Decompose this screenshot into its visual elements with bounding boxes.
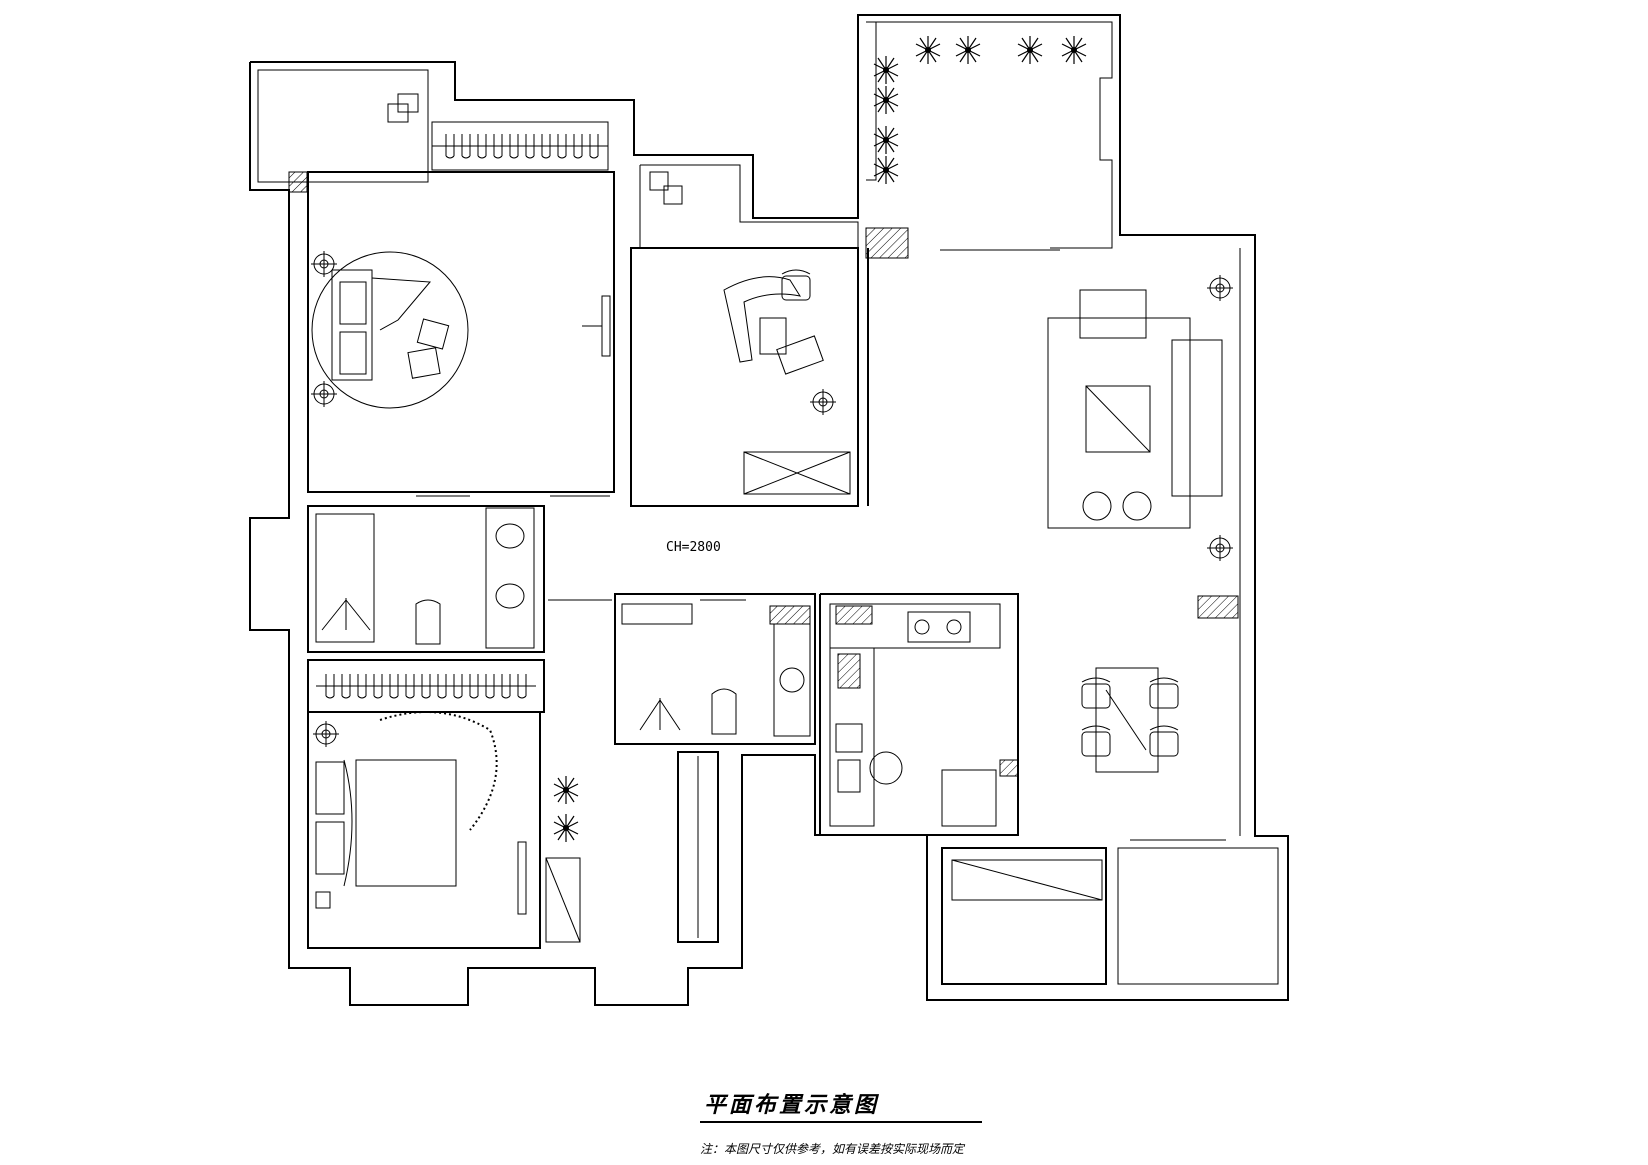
- drawing-note: 注：本图尺寸仅供参考，如有误差按实际现场而定: [700, 1142, 965, 1156]
- shower-icon: [621, 603, 693, 731]
- wardrobe-hangers-mid: [316, 673, 536, 699]
- potted-plant-icon: [553, 775, 579, 843]
- sink-icon: [485, 507, 535, 649]
- wardrobe-hangers-top: [431, 121, 609, 171]
- sink-icon-2: [773, 623, 811, 737]
- door-swing-icon[interactable]: [416, 249, 1226, 841]
- toilet-icon: [415, 599, 441, 645]
- title-underline: [700, 1121, 982, 1123]
- sofa-set-icon: [1047, 274, 1234, 562]
- stove-icon: [829, 603, 1001, 827]
- exterior-walls: [249, 14, 1289, 1006]
- interior-walls: [257, 21, 1279, 985]
- tv-unit-master: [582, 295, 611, 357]
- planter-row-icon: [873, 35, 1087, 185]
- laundry-counter: [951, 859, 1103, 901]
- bathtub-icon: [315, 513, 375, 643]
- toilet-icon-2: [711, 688, 737, 735]
- round-bed-icon: [310, 250, 469, 409]
- tv-unit-bedroom2: [517, 841, 581, 943]
- balcony-chairs-icon: [387, 93, 683, 205]
- structural-columns: [288, 171, 1239, 777]
- ceiling-height-label: CH=2800: [666, 540, 721, 555]
- bed-icon: [312, 711, 498, 909]
- drawing-title: 平面布置示意图: [704, 1092, 880, 1118]
- dining-table-icon: [1081, 667, 1179, 773]
- study-desk-icon: [723, 269, 851, 495]
